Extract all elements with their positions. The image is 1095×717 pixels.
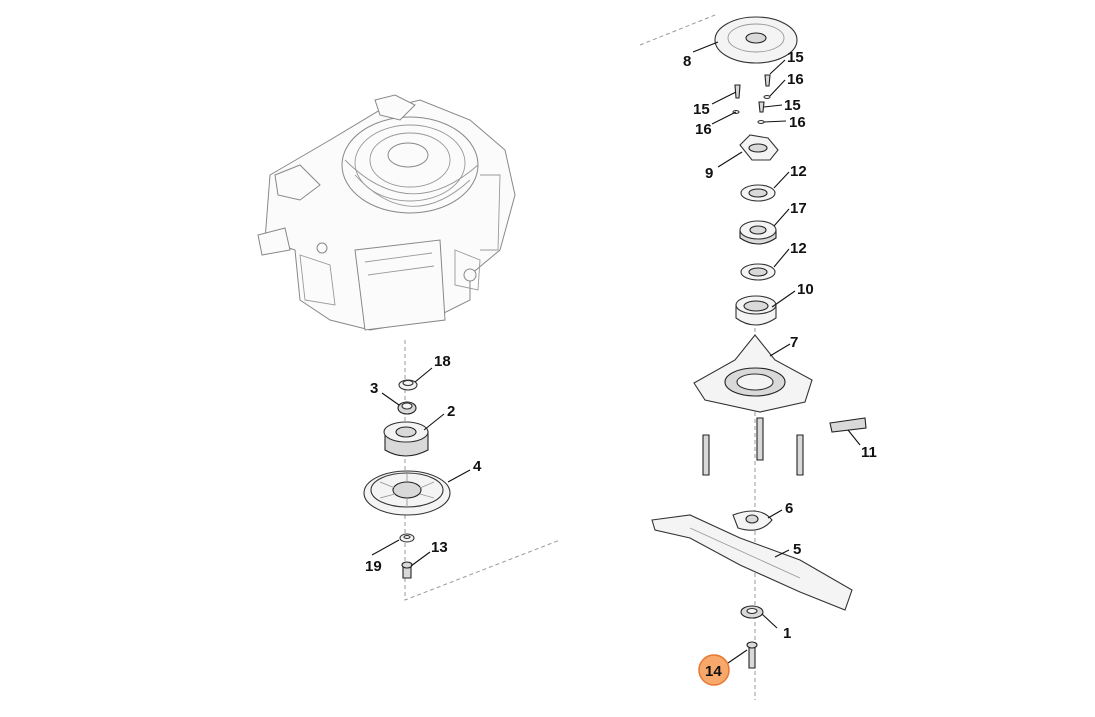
- left-assembly: [363, 379, 451, 579]
- callout-15c: 15: [784, 97, 801, 114]
- part-15-screw-b: [764, 74, 771, 87]
- bolt-left: [702, 434, 710, 476]
- callout-5: 5: [793, 541, 801, 558]
- part-11-clip: [829, 417, 867, 433]
- callout-1: 1: [783, 625, 791, 642]
- callout-labels: 8 15 16 15 16 15 16 9 12 17 12 10 7 11 6…: [365, 49, 877, 680]
- callout-9: 9: [705, 165, 713, 182]
- part-15-screw-a: [734, 84, 741, 99]
- callout-7: 7: [790, 334, 798, 351]
- callout-18: 18: [434, 353, 451, 370]
- highlight-circle-14: [698, 654, 730, 686]
- callout-16b: 16: [695, 121, 712, 138]
- part-5-blade: [651, 514, 853, 611]
- callout-12a: 12: [790, 163, 807, 180]
- callout-17: 17: [790, 200, 807, 217]
- callout-11: 11: [861, 444, 877, 461]
- callout-10: 10: [797, 281, 814, 298]
- callout-15a: 15: [787, 49, 804, 66]
- callout-6: 6: [785, 500, 793, 517]
- callout-16c: 16: [789, 114, 806, 131]
- callout-8: 8: [683, 53, 691, 70]
- callout-2: 2: [447, 403, 455, 420]
- callout-16a: 16: [787, 71, 804, 88]
- callout-19: 19: [365, 558, 382, 575]
- callout-3: 3: [370, 380, 378, 397]
- callout-12b: 12: [790, 240, 807, 257]
- callout-4: 4: [473, 458, 482, 475]
- bolt-right: [796, 434, 804, 476]
- callout-13: 13: [431, 539, 448, 556]
- part-15-screw-c: [758, 101, 765, 113]
- right-assembly: [651, 16, 867, 669]
- bolt-middle: [756, 417, 764, 461]
- callout-14: 14: [705, 663, 722, 680]
- leader-lines: [371, 41, 861, 664]
- engine-illustration: [257, 94, 516, 331]
- callout-15b: 15: [693, 101, 710, 118]
